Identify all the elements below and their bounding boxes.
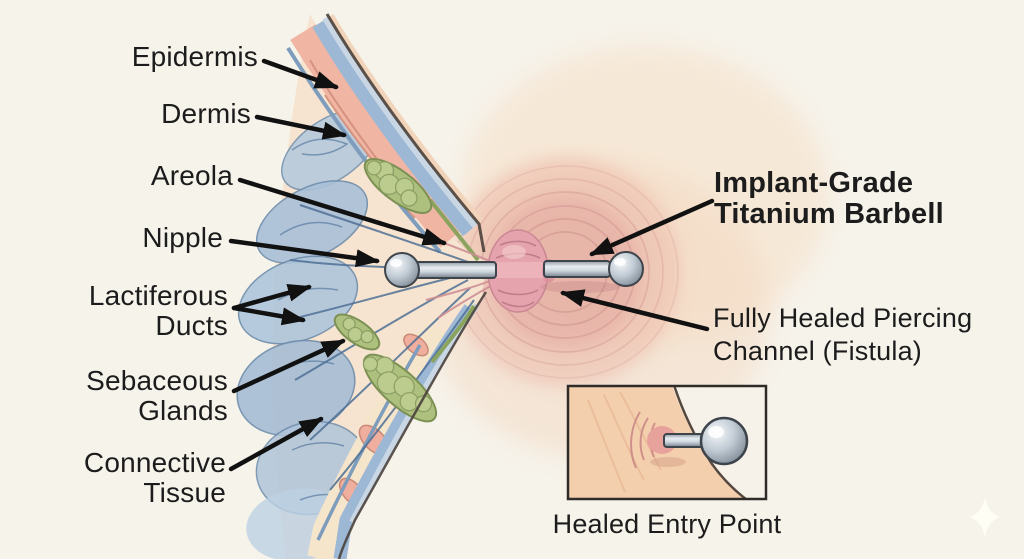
barbell-ball-right xyxy=(608,251,644,287)
skin-outline xyxy=(325,13,488,559)
label-dermis: Dermis xyxy=(161,99,251,129)
skin-layers-upper xyxy=(286,13,484,254)
label-dermis-text: Dermis xyxy=(161,98,251,129)
arrow-lactiferous-upper xyxy=(231,283,312,311)
label-epidermis-text: Epidermis xyxy=(131,41,258,72)
label-connective-line2: Tissue xyxy=(143,477,226,508)
barbell-ball-left xyxy=(384,252,420,288)
label-channel-line1: Fully Healed Piercing xyxy=(713,303,973,333)
label-sebaceous-line2: Glands xyxy=(138,395,228,426)
arrow-areola xyxy=(237,177,447,246)
sparkle-icon xyxy=(970,497,1000,537)
label-epidermis: Epidermis xyxy=(132,42,258,72)
label-nipple: Nipple xyxy=(142,223,223,253)
arrow-sebaceous xyxy=(231,338,346,394)
label-barbell-line1: Implant-Grade xyxy=(714,167,914,199)
inset-caption-text: Healed Entry Point xyxy=(552,509,782,539)
label-channel-line2: Channel (Fistula) xyxy=(713,336,922,366)
arrow-connective xyxy=(228,416,324,472)
label-sebaceous-glands: Sebaceous Glands xyxy=(86,366,228,426)
barbell-bar-right xyxy=(543,260,611,278)
label-lactiferous-line2: Ducts xyxy=(155,310,228,341)
arrow-barbell xyxy=(589,198,715,257)
barbell-bar-left xyxy=(413,261,497,279)
inset-illustration xyxy=(566,384,768,501)
label-nipple-text: Nipple xyxy=(142,222,223,253)
arrow-dermis xyxy=(254,114,347,140)
label-lactiferous-line1: Lactiferous xyxy=(88,280,228,311)
label-sebaceous-line1: Sebaceous xyxy=(86,365,228,396)
label-areola: Areola xyxy=(151,161,233,191)
callout-arrows xyxy=(228,58,715,472)
label-connective-tissue: Connective Tissue xyxy=(84,448,226,508)
sebaceous-glands xyxy=(333,158,480,423)
inset-caption: Healed Entry Point xyxy=(507,509,827,539)
arrow-nipple xyxy=(228,238,380,268)
label-barbell-line2: Titanium Barbell xyxy=(714,198,944,230)
barbell xyxy=(384,251,644,293)
label-connective-line1: Connective xyxy=(83,447,226,478)
label-areola-text: Areola xyxy=(150,160,233,191)
label-piercing-channel: Fully Healed Piercing Channel (Fistula) xyxy=(713,302,972,368)
label-lactiferous-ducts: Lactiferous Ducts xyxy=(89,281,228,341)
arrow-lactiferous-lower xyxy=(231,305,306,326)
arrow-piercing-channel xyxy=(560,289,710,332)
inset-frame xyxy=(566,384,768,501)
label-titanium-barbell: Implant-Grade Titanium Barbell xyxy=(714,168,944,230)
arrow-epidermis xyxy=(261,58,339,90)
